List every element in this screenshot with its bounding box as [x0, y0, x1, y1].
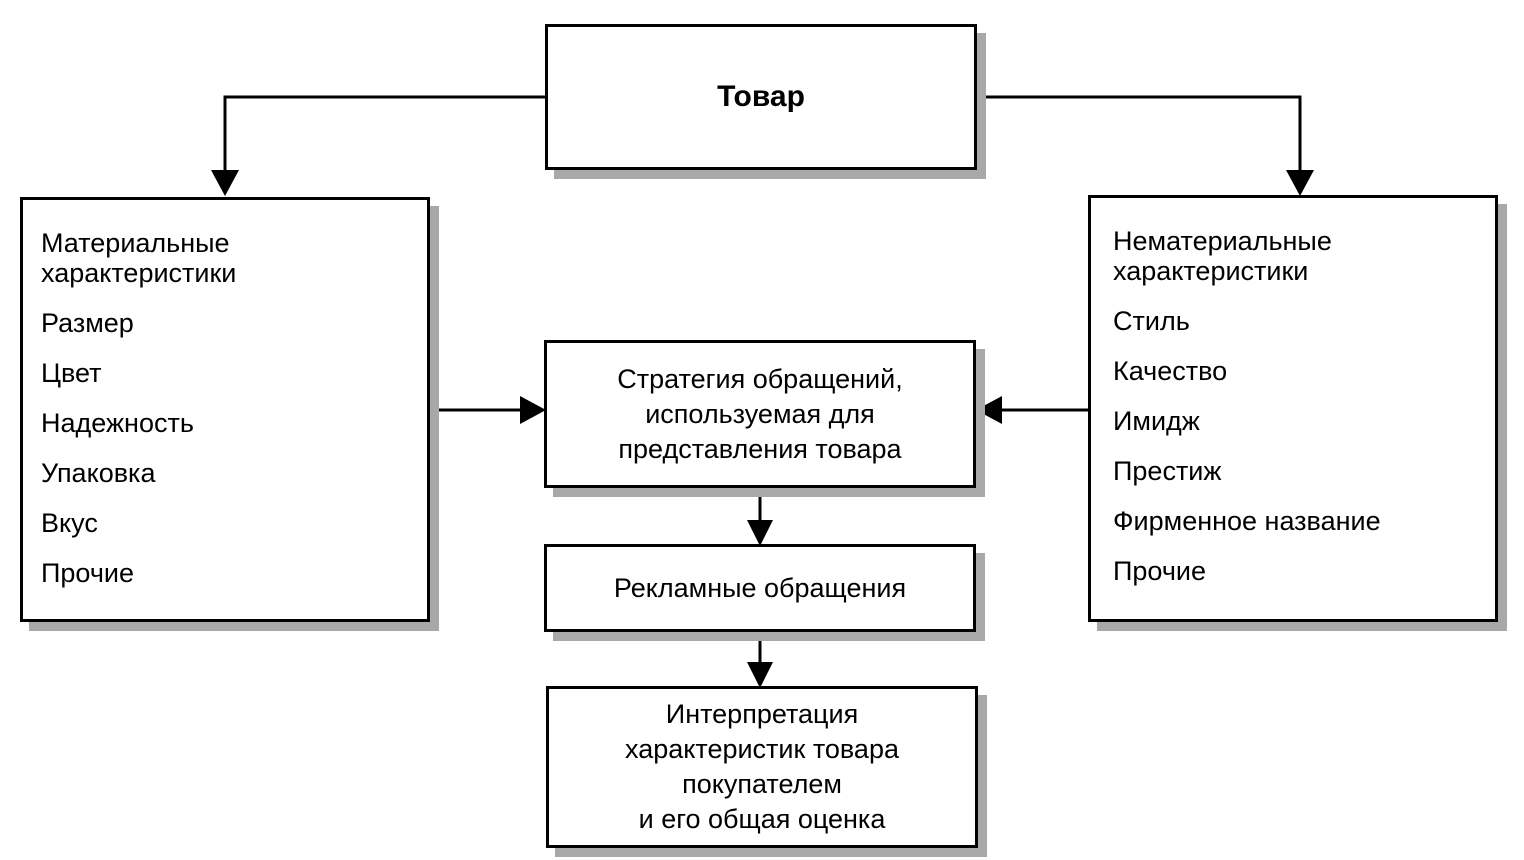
material-title-line: характеристики	[41, 258, 237, 288]
strategy-line: используемая для	[645, 398, 875, 429]
arrowhead-down-material	[211, 170, 239, 196]
nonmaterial-item: Стиль	[1113, 306, 1190, 336]
material-item: Вкус	[41, 508, 98, 538]
nonmaterial-item: Качество	[1113, 356, 1228, 386]
connector-top-to-material	[223, 95, 545, 172]
nonmaterial-item: Фирменное название	[1113, 506, 1381, 536]
appeal-strategy-box: Стратегия обращений, используемая для пр…	[544, 340, 976, 488]
material-item: Упаковка	[41, 458, 156, 488]
advertising-appeals-box: Рекламные обращения	[544, 544, 976, 632]
material-item: Прочие	[41, 558, 135, 588]
nonmaterial-title: Нематериальные характеристики	[1113, 226, 1495, 286]
ads-label: Рекламные обращения	[613, 572, 907, 603]
nonmaterial-item: Престиж	[1113, 456, 1222, 486]
material-item: Размер	[41, 308, 134, 338]
interpretation-line: и его общая оценка	[638, 804, 886, 834]
material-title-line: Материальные	[41, 228, 230, 258]
interpretation-line: характеристик товара	[625, 734, 899, 764]
connector-top-to-nonmaterial	[977, 95, 1302, 172]
product-box: Товар	[545, 24, 977, 170]
strategy-line: Стратегия обращений,	[617, 363, 903, 394]
nonmaterial-characteristics-box: Нематериальные характеристики Стиль Каче…	[1088, 195, 1498, 622]
material-item: Цвет	[41, 358, 102, 388]
arrowhead-right-strategy	[520, 396, 546, 424]
nonmaterial-title-line: характеристики	[1113, 256, 1309, 286]
arrowhead-down-nonmaterial	[1286, 170, 1314, 196]
material-characteristics-box: Материальные характеристики Размер Цвет …	[20, 197, 430, 622]
arrowhead-left-strategy	[976, 396, 1002, 424]
interpretation-line: Интерпретация	[665, 699, 859, 729]
interpretation-box: Интерпретация характеристик товара покуп…	[546, 686, 978, 848]
nonmaterial-item: Имидж	[1113, 406, 1200, 436]
interpretation-line: покупателем	[682, 769, 842, 799]
arrowhead-down-interpretation	[747, 662, 773, 688]
material-item: Надежность	[41, 408, 194, 438]
material-title: Материальные характеристики	[41, 228, 427, 288]
nonmaterial-title-line: Нематериальные	[1113, 226, 1332, 256]
nonmaterial-item: Прочие	[1113, 556, 1207, 586]
product-title: Товар	[717, 80, 805, 113]
strategy-line: представления товара	[618, 433, 902, 464]
arrowhead-down-ads	[747, 520, 773, 546]
